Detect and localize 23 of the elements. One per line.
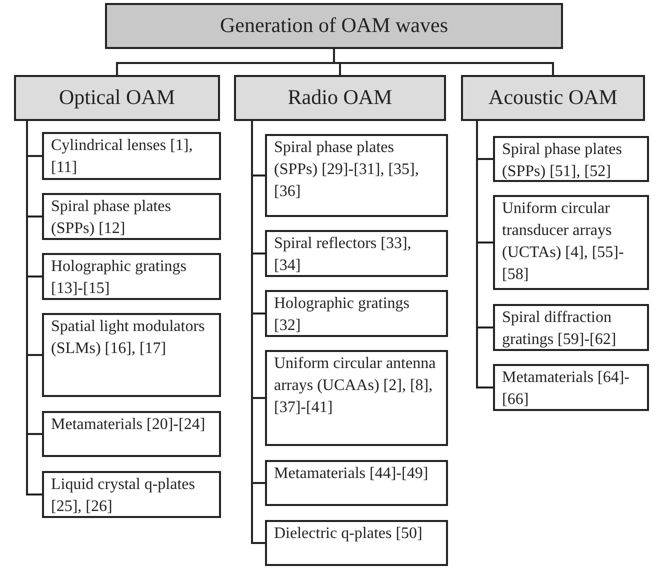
method-box: Metamaterials [20]-[24] [42,411,221,457]
method-box: Holographic gratings [32] [265,290,448,337]
method-box: Liquid crystal q-plates [25], [26] [42,471,221,518]
method-box: Spiral reflectors [33], [34] [265,230,448,277]
method-box: Dielectric q-plates [50] [265,520,448,566]
category-box: Optical OAM [14,75,220,121]
method-box: Uniform circular transducer arrays (UCTAs) [4], [55]-[58] [493,195,649,290]
title-box: Generation of OAM waves [105,3,563,49]
method-box: Metamaterials [44]-[49] [265,460,448,506]
method-box: Spiral phase plates (SPPs) [29]-[31], [35], [36] [265,134,448,217]
method-box: Metamaterials [64]-[66] [493,364,649,411]
connector-line [333,49,554,75]
method-box: Spatial light modulators (SLMs) [16], [17] [42,313,221,397]
category-box: Acoustic OAM [461,75,645,121]
connector-line [26,121,42,496]
method-box: Cylindrical lenses [1], [11] [42,132,221,180]
method-box: Spiral phase plates (SPPs) [51], [52] [493,136,649,182]
method-box: Holographic gratings [13]-[15] [42,253,221,300]
method-box: Spiral diffraction gratings [59]-[62] [493,304,649,351]
connector-line [476,121,493,388]
method-box: Spiral phase plates (SPPs) [12] [42,193,221,240]
method-box: Uniform circular antenna arrays (UCAAs) [2], [8], [37]-[41] [265,350,448,446]
category-box: Radio OAM [234,75,446,121]
